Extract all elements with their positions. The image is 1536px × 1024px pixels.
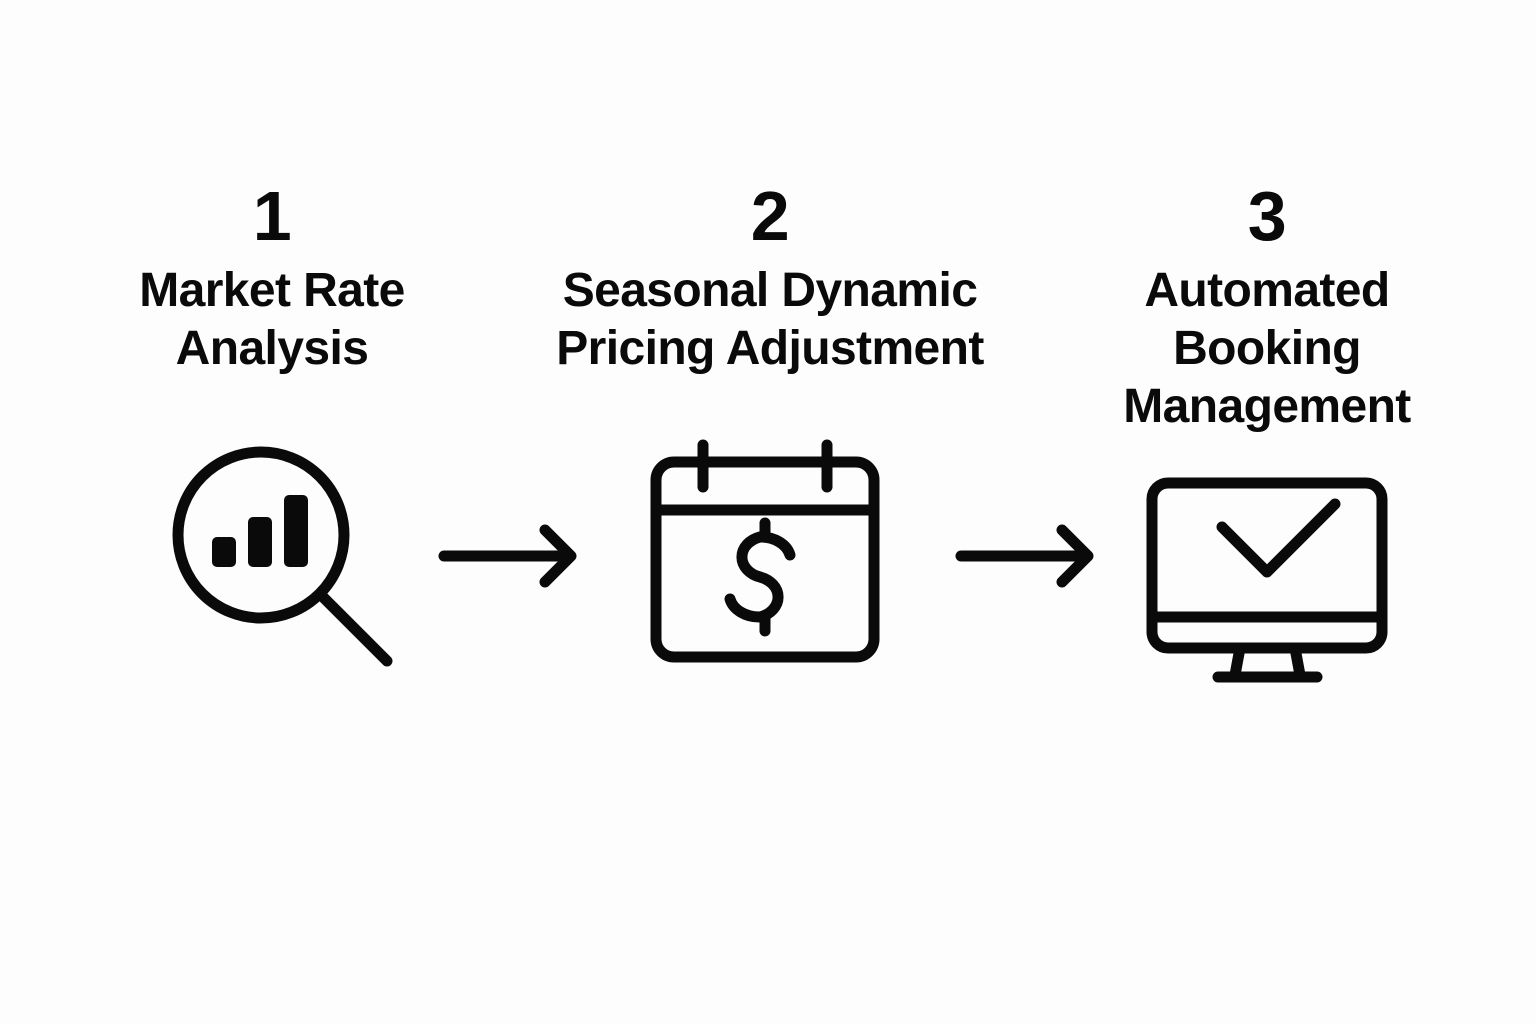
magnifier-lens	[172, 446, 350, 624]
arrow-right-icon-2	[952, 520, 1102, 595]
step-number-2: 2	[750, 177, 790, 255]
monitor-checkmark-icon	[1140, 470, 1395, 690]
dollar-sign	[724, 517, 796, 637]
calendar-body	[650, 456, 880, 663]
magnifier-bar-chart-icon	[160, 440, 400, 680]
process-step-2: 2 Seasonal Dynamic Pricing Adjustment	[540, 180, 1000, 378]
step-title-1: Market Rate Analysis	[139, 264, 405, 375]
bar-chart-bar-3	[284, 495, 308, 567]
arrow-head	[1056, 524, 1094, 588]
arrow-head	[539, 524, 577, 588]
step-number-3: 3	[1247, 177, 1287, 255]
bar-chart-bar-2	[248, 517, 272, 567]
bar-chart-bar-1	[212, 537, 236, 567]
monitor-stand	[1229, 642, 1306, 681]
process-step-3: 3 Automated Booking Management	[1087, 180, 1447, 436]
process-step-1: 1 Market Rate Analysis	[92, 180, 452, 378]
step-title-3: Automated Booking Management	[1123, 264, 1411, 433]
checkmark	[1216, 498, 1341, 578]
step-title-2: Seasonal Dynamic Pricing Adjustment	[556, 264, 984, 375]
magnifier-handle	[314, 588, 393, 667]
step-number-1: 1	[252, 177, 292, 255]
calendar-dollar-icon	[640, 435, 890, 675]
monitor-screen-frame	[1146, 477, 1388, 654]
arrow-right-icon-1	[435, 520, 585, 595]
